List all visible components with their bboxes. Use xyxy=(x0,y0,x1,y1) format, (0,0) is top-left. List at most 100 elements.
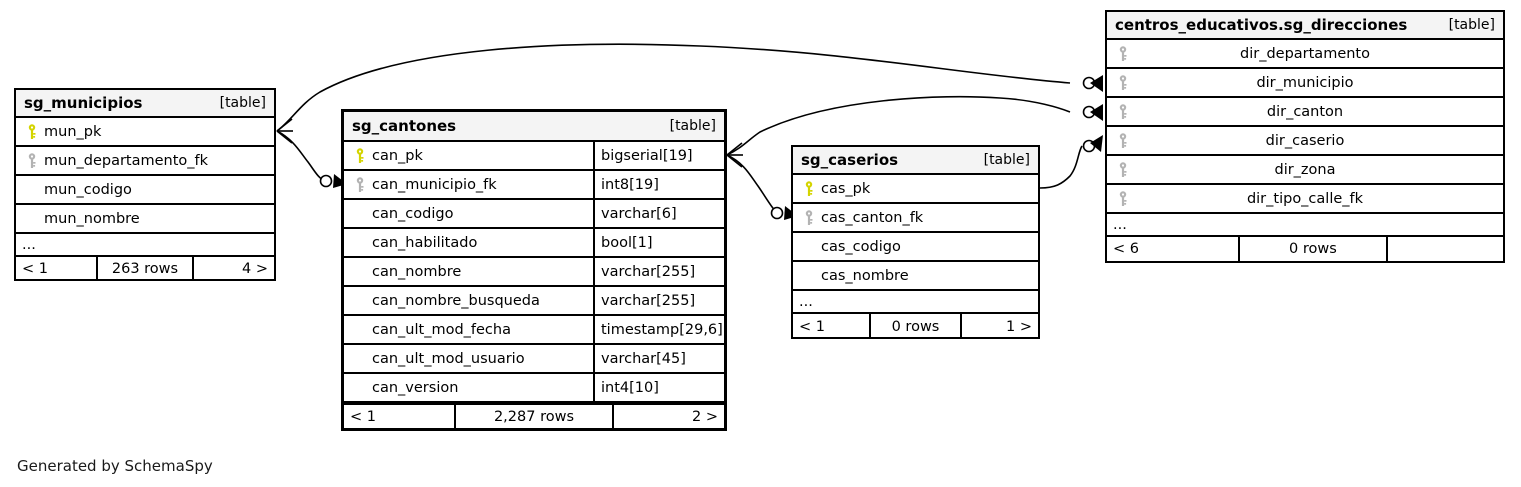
column-name: dir_municipio xyxy=(1256,74,1354,91)
footer-prev-page[interactable]: < 1 xyxy=(799,318,825,335)
column-row-can_ult_mod_usuario[interactable]: can_ult_mod_usuario varchar[45] xyxy=(344,345,724,374)
column-name: can_municipio_fk xyxy=(372,176,497,193)
column-row-mun_codigo[interactable]: mun_codigo xyxy=(16,176,274,205)
generated-by-credit: Generated by SchemaSpy xyxy=(17,457,213,475)
column-row-can_ult_mod_fecha[interactable]: can_ult_mod_fecha timestamp[29,6] xyxy=(344,316,724,345)
column-row-can_version[interactable]: can_version int4[10] xyxy=(344,374,724,403)
pk-key-icon xyxy=(799,180,821,197)
column-type: varchar[255] xyxy=(601,292,696,309)
table-title: sg_caserios xyxy=(801,151,899,169)
fk-key-icon xyxy=(1113,185,1135,212)
column-type-cell: varchar[6] xyxy=(593,200,724,227)
table-sg_municipios[interactable]: sg_municipios [table] mun_pk mun_departa… xyxy=(14,88,276,281)
column-name: dir_caserio xyxy=(1265,132,1345,149)
column-type: int8[19] xyxy=(601,176,659,193)
column-name: mun_codigo xyxy=(44,181,132,198)
table-footer-sg_caserios: < 1 0 rows 1 > xyxy=(793,314,1038,339)
column-row-can_nombre_busqueda[interactable]: can_nombre_busqueda varchar[255] xyxy=(344,287,724,316)
table-type-tag: [table] xyxy=(1448,17,1495,33)
column-row-dir_canton[interactable]: dir_canton xyxy=(1107,98,1503,127)
table-title: sg_municipios xyxy=(24,94,143,112)
column-row-cas_codigo[interactable]: cas_codigo xyxy=(793,233,1038,262)
column-row-dir_municipio[interactable]: dir_municipio xyxy=(1107,69,1503,98)
fk-key-icon xyxy=(1113,156,1135,183)
column-type-cell: int4[10] xyxy=(593,374,724,401)
column-name: dir_departamento xyxy=(1240,45,1370,62)
column-name: can_nombre xyxy=(372,263,462,280)
footer-row-count: 0 rows xyxy=(868,314,963,339)
more-columns-indicator: ... xyxy=(793,291,1038,314)
column-row-mun_departamento_fk[interactable]: mun_departamento_fk xyxy=(16,147,274,176)
column-name: can_ult_mod_usuario xyxy=(372,350,525,367)
table-sg_direcciones[interactable]: centros_educativos.sg_direcciones [table… xyxy=(1105,10,1505,263)
column-row-cas_canton_fk[interactable]: cas_canton_fk xyxy=(793,204,1038,233)
fk-key-icon xyxy=(1113,40,1135,67)
table-header-sg_municipios: sg_municipios [table] xyxy=(16,90,274,118)
footer-prev-page[interactable]: < 1 xyxy=(22,261,48,277)
fk-key-icon xyxy=(1113,98,1135,125)
link-municipios-cantones xyxy=(276,130,326,182)
fk-key-icon xyxy=(22,152,44,169)
table-footer-sg_direcciones: < 6 0 rows xyxy=(1107,237,1503,261)
crowfoot-municipios xyxy=(276,118,293,144)
pk-key-icon xyxy=(22,123,44,140)
table-footer-sg_municipios: < 1 263 rows 4 > xyxy=(16,257,274,281)
column-name: mun_nombre xyxy=(44,210,140,227)
column-row-can_codigo[interactable]: can_codigo varchar[6] xyxy=(344,200,724,229)
link-cantones-caserios xyxy=(726,154,777,213)
column-type: int4[10] xyxy=(601,379,659,396)
column-name: dir_tipo_calle_fk xyxy=(1246,190,1364,207)
footer-prev-page[interactable]: < 1 xyxy=(350,409,376,425)
column-row-dir_tipo_calle_fk[interactable]: dir_tipo_calle_fk xyxy=(1107,185,1503,214)
footer-row-count: 263 rows xyxy=(95,257,194,281)
footer-next-page[interactable]: 1 > xyxy=(1005,318,1032,335)
column-name: can_habilitado xyxy=(372,234,478,251)
column-name: mun_pk xyxy=(44,123,102,140)
column-row-can_pk[interactable]: can_pk bigserial[19] xyxy=(344,142,724,171)
fk-key-icon xyxy=(799,209,821,226)
column-row-dir_zona[interactable]: dir_zona xyxy=(1107,156,1503,185)
column-type-cell: int8[19] xyxy=(593,171,724,198)
column-row-mun_pk[interactable]: mun_pk xyxy=(16,118,274,147)
table-header-sg_caserios: sg_caserios [table] xyxy=(793,147,1038,175)
table-sg_cantones[interactable]: sg_cantones [table] can_pk bigserial[19]… xyxy=(341,109,727,431)
column-type: varchar[255] xyxy=(601,263,696,280)
footer-prev-page[interactable]: < 6 xyxy=(1113,241,1139,257)
column-name: mun_departamento_fk xyxy=(44,152,209,169)
endpoint-direcciones-caserio xyxy=(1082,135,1103,153)
column-type-cell: varchar[45] xyxy=(593,345,724,372)
table-header-sg_direcciones: centros_educativos.sg_direcciones [table… xyxy=(1107,12,1503,40)
column-row-dir_caserio[interactable]: dir_caserio xyxy=(1107,127,1503,156)
column-name: can_pk xyxy=(372,147,423,164)
table-footer-sg_cantones: < 1 2,287 rows 2 > xyxy=(344,403,724,429)
table-title: sg_cantones xyxy=(352,117,457,135)
column-row-can_habilitado[interactable]: can_habilitado bool[1] xyxy=(344,229,724,258)
column-name: dir_zona xyxy=(1274,161,1336,178)
column-type-cell: timestamp[29,6] xyxy=(593,316,724,343)
column-row-can_nombre[interactable]: can_nombre varchar[255] xyxy=(344,258,724,287)
crowfoot-cantones xyxy=(726,142,743,168)
table-type-tag: [table] xyxy=(669,118,716,134)
footer-next-page[interactable]: 2 > xyxy=(691,409,718,425)
table-title: centros_educativos.sg_direcciones xyxy=(1115,16,1408,34)
table-sg_caserios[interactable]: sg_caserios [table] cas_pk cas_canton_fk… xyxy=(791,145,1040,339)
column-name: cas_pk xyxy=(821,180,871,197)
column-name: can_ult_mod_fecha xyxy=(372,321,511,338)
table-type-tag: [table] xyxy=(219,95,266,111)
fk-key-icon xyxy=(1113,69,1135,96)
column-row-dir_departamento[interactable]: dir_departamento xyxy=(1107,40,1503,69)
column-type-cell: varchar[255] xyxy=(593,258,724,285)
fk-key-icon xyxy=(350,176,372,193)
footer-next-page[interactable]: 4 > xyxy=(241,261,268,277)
footer-row-count: 2,287 rows xyxy=(454,405,614,429)
column-name: can_version xyxy=(372,379,459,396)
column-row-can_municipio_fk[interactable]: can_municipio_fk int8[19] xyxy=(344,171,724,200)
column-row-mun_nombre[interactable]: mun_nombre xyxy=(16,205,274,234)
column-name: cas_nombre xyxy=(821,267,909,284)
more-columns-indicator: ... xyxy=(1107,214,1503,237)
column-row-cas_nombre[interactable]: cas_nombre xyxy=(793,262,1038,291)
table-header-sg_cantones: sg_cantones [table] xyxy=(344,112,724,142)
footer-next-page[interactable] xyxy=(1388,237,1503,261)
column-row-cas_pk[interactable]: cas_pk xyxy=(793,175,1038,204)
